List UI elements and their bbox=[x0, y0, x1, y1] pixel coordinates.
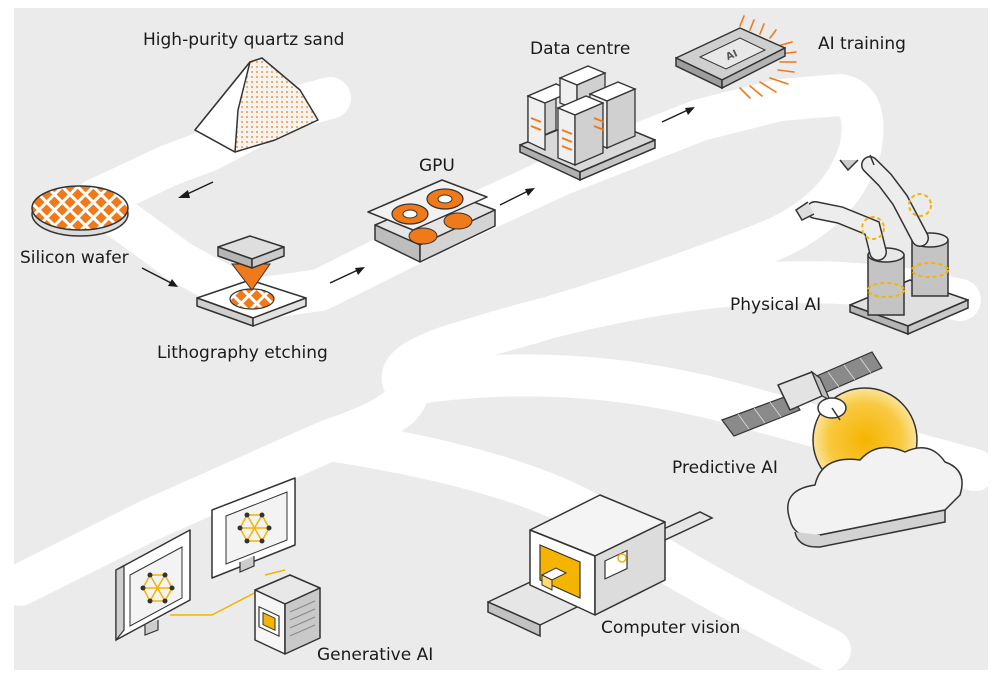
arrow-gpu-to-data-centre bbox=[499, 188, 535, 206]
cloud-icon bbox=[787, 446, 963, 548]
generative-ai-monitors-icon bbox=[115, 477, 321, 655]
arrow-wafer-to-lithography bbox=[141, 267, 178, 287]
label-data-centre: Data centre bbox=[530, 39, 631, 59]
label-generative-ai: Generative AI bbox=[317, 645, 434, 665]
silicon-wafer-icon bbox=[31, 185, 129, 237]
gpu-card-icon bbox=[367, 179, 496, 263]
ai-chip-icon: AI bbox=[675, 15, 797, 99]
label-gpu: GPU bbox=[419, 156, 455, 176]
label-quartz-sand: High-purity quartz sand bbox=[143, 30, 345, 50]
robot-arms-icon bbox=[794, 154, 969, 336]
label-predictive-ai: Predictive AI bbox=[672, 458, 778, 478]
arrow-data-centre-to-ai-training bbox=[661, 107, 695, 123]
label-physical-ai: Physical AI bbox=[730, 295, 822, 315]
label-lithography-etching: Lithography etching bbox=[157, 343, 328, 363]
arrow-lithography-to-gpu bbox=[329, 267, 365, 284]
quartz-sand-pile-icon bbox=[194, 57, 319, 153]
arrow-sand-to-wafer bbox=[178, 181, 214, 198]
satellite-icon bbox=[721, 351, 883, 437]
label-ai-training: AI training bbox=[818, 34, 906, 54]
lithography-machine-icon bbox=[196, 235, 307, 327]
data-centre-servers-icon bbox=[519, 65, 656, 182]
label-computer-vision: Computer vision bbox=[601, 618, 741, 638]
ai-chip-mark: AI bbox=[724, 48, 739, 63]
xray-scanner-icon bbox=[487, 494, 714, 638]
label-silicon-wafer: Silicon wafer bbox=[20, 248, 129, 268]
